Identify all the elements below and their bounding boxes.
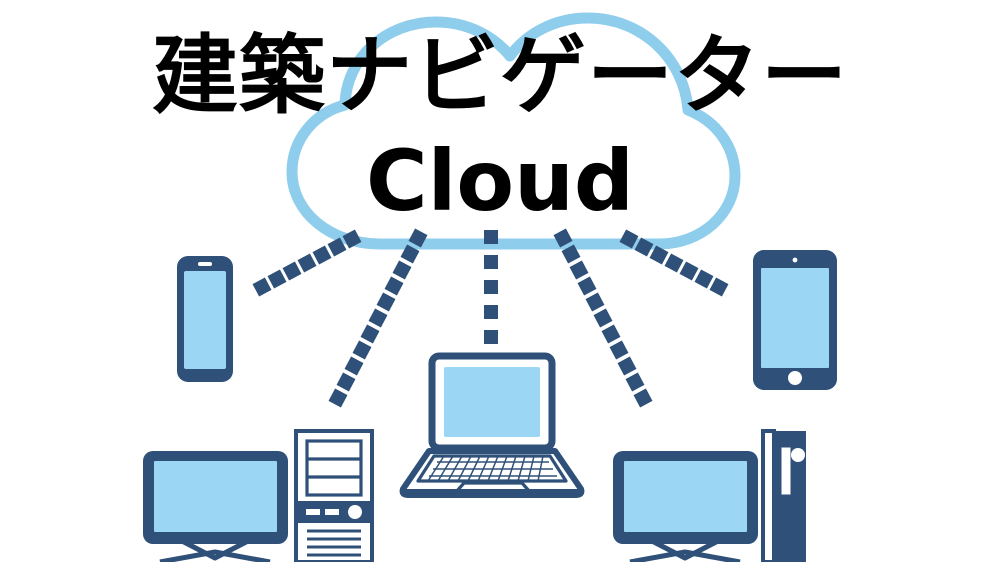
link-to-smartphone	[252, 229, 362, 297]
smartphone-icon[interactable]	[177, 256, 233, 382]
cloud-shape	[286, 12, 741, 250]
desktop-right-tower-icon[interactable]	[761, 429, 806, 562]
link-to-desktop-right	[553, 228, 653, 408]
desktop-left-monitor-icon[interactable]	[143, 451, 288, 562]
desktop-right-monitor-icon[interactable]	[613, 451, 758, 562]
laptop-icon[interactable]	[399, 352, 585, 498]
link-to-laptop	[484, 230, 498, 344]
title-line-2: Cloud	[366, 132, 634, 230]
desktop-left-tower-icon[interactable]	[294, 429, 374, 562]
tablet-icon[interactable]	[753, 250, 837, 390]
title-line-1: 建築ナビゲーター	[152, 26, 848, 126]
link-to-tablet	[619, 229, 729, 297]
link-to-desktop-left	[328, 228, 428, 408]
